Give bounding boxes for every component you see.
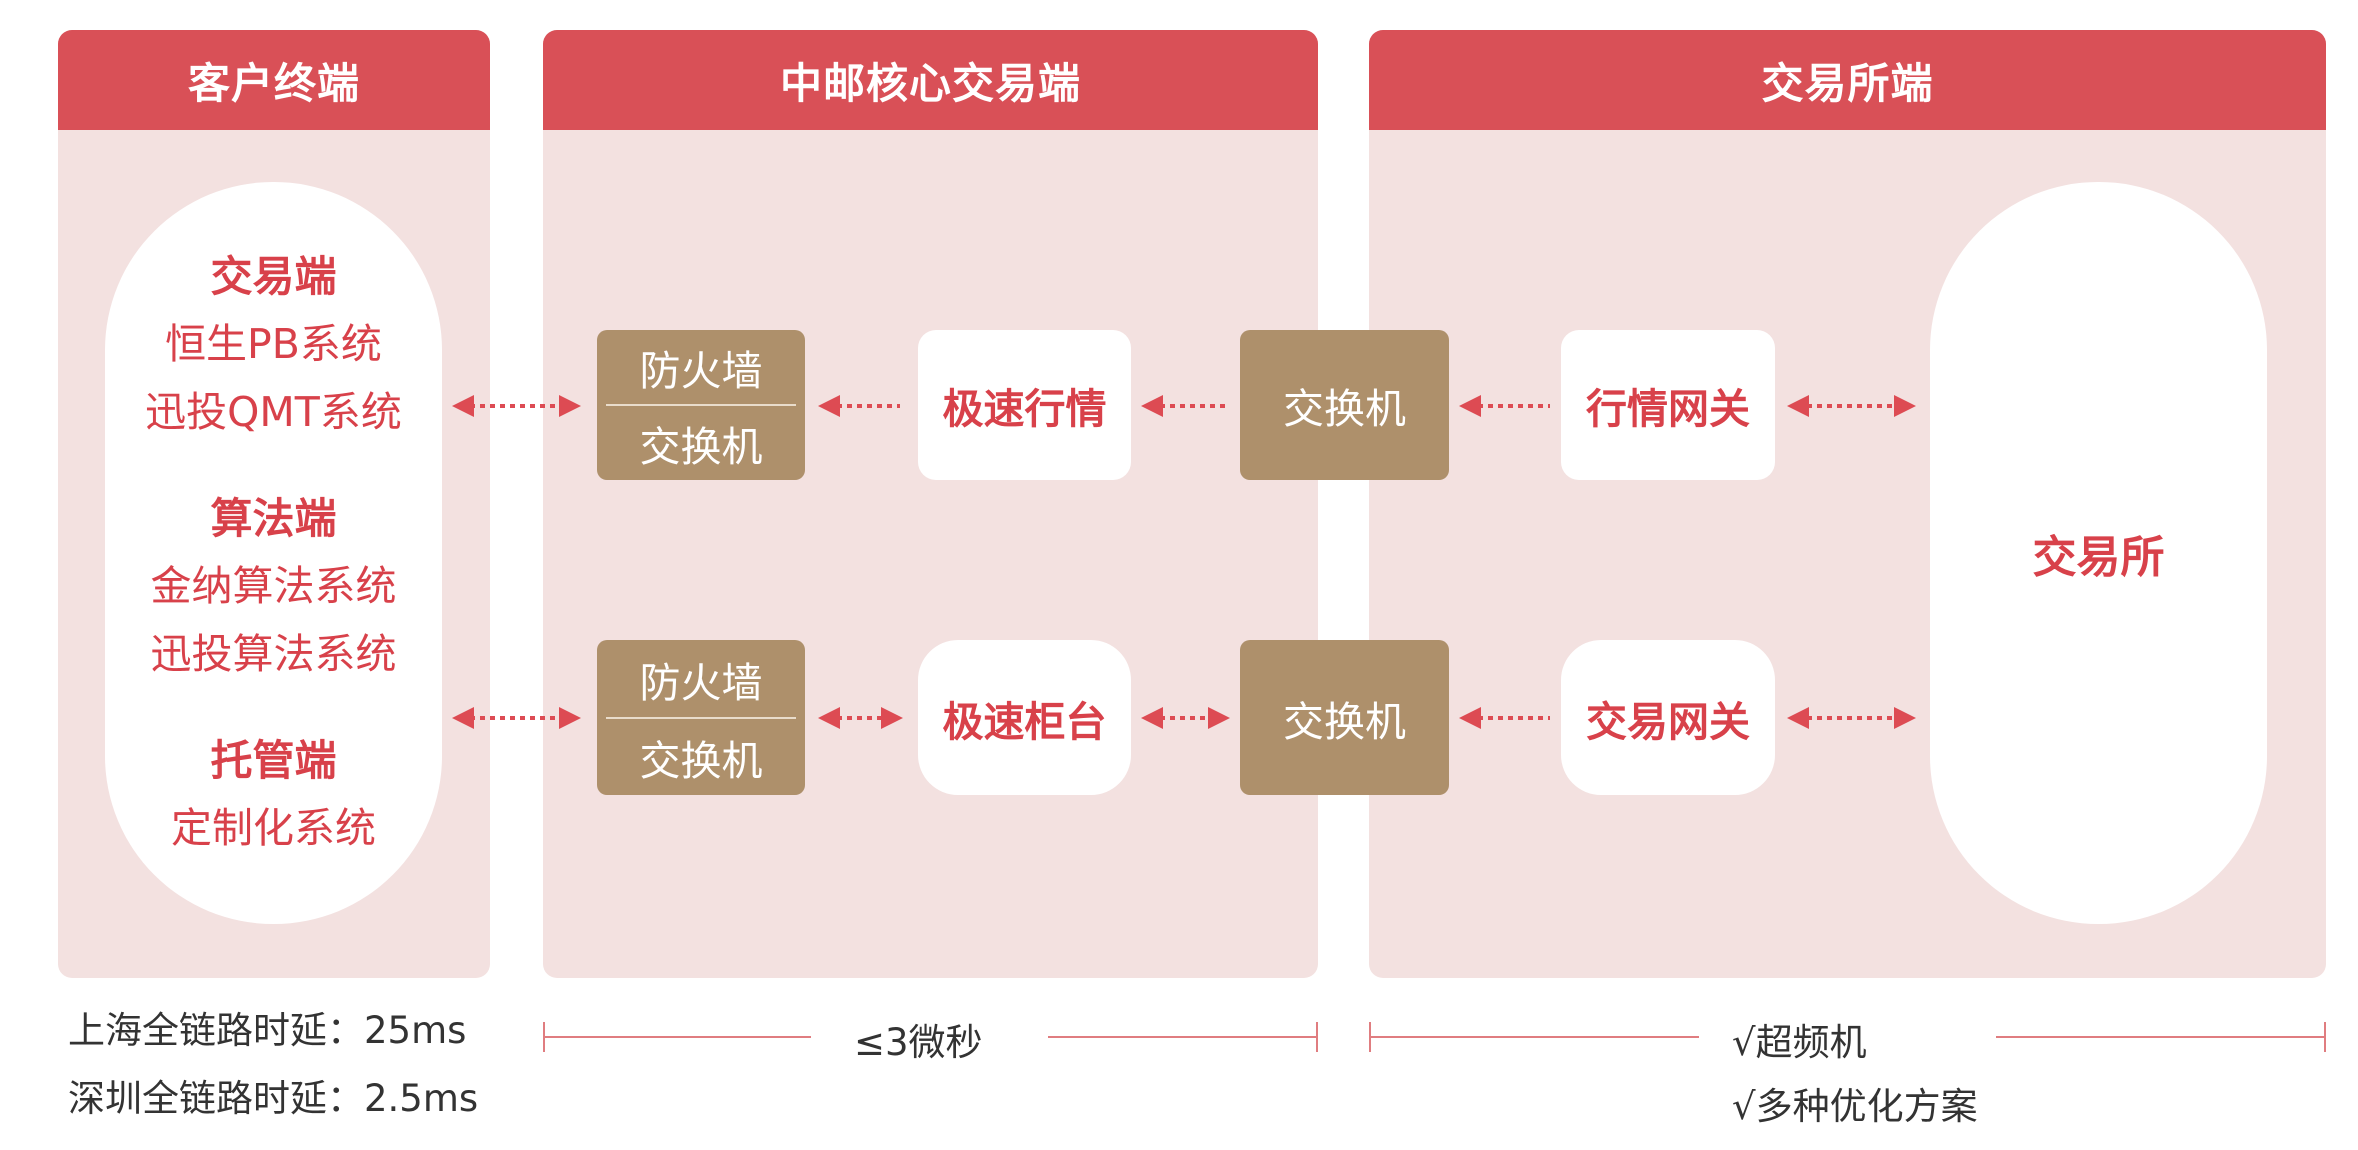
arrowhead	[559, 395, 581, 417]
arrowhead	[1141, 707, 1163, 729]
group-item: 定制化系统	[171, 804, 376, 852]
arrowhead	[1459, 395, 1481, 417]
bracket-line	[1048, 1036, 1318, 1038]
group-title: 托管端	[210, 736, 337, 785]
arrowhead	[1208, 707, 1230, 729]
core-trading-panel: 中邮核心交易端	[543, 30, 1318, 978]
client-group-algo: 算法端 金纳算法系统 迅投算法系统	[151, 486, 397, 688]
bracket-line	[543, 1036, 811, 1038]
arrowhead	[818, 395, 840, 417]
arrowhead	[452, 707, 474, 729]
exchange-side-header: 交易所端	[1369, 30, 2326, 130]
core-trading-header: 中邮核心交易端	[543, 30, 1318, 130]
row1-market-gateway-box: 行情网关	[1561, 330, 1775, 480]
row2-firewall-switch-box: 防火墙 交换机	[597, 640, 805, 795]
core-latency-label: ≤3微秒	[854, 1021, 983, 1064]
client-systems-oval: 交易端 恒生PB系统 迅投QMT系统 算法端 金纳算法系统 迅投算法系统 托管端…	[105, 182, 442, 924]
client-group-trading: 交易端 恒生PB系统 迅投QMT系统	[145, 244, 402, 446]
group-title: 交易端	[210, 252, 337, 301]
group-item: 金纳算法系统	[150, 562, 397, 610]
row2-trading-gateway-box: 交易网关	[1561, 640, 1775, 795]
bracket-tick	[2324, 1022, 2326, 1052]
arrowhead	[1787, 707, 1809, 729]
row1-speed-market-box: 极速行情	[918, 330, 1131, 480]
group-item: 迅投算法系统	[150, 630, 397, 678]
arrowhead	[559, 707, 581, 729]
client-group-custody: 托管端 定制化系统	[171, 728, 376, 862]
row1-firewall-switch-box: 防火墙 交换机	[597, 330, 805, 480]
box-divider	[606, 404, 796, 406]
arrowhead	[881, 707, 903, 729]
exchange-oval: 交易所	[1930, 182, 2267, 924]
switch-label: 交换机	[639, 736, 763, 785]
bracket-line	[1369, 1036, 1699, 1038]
arrowhead	[818, 707, 840, 729]
latency-shenzhen: 深圳全链路时延：2.5ms	[68, 1077, 479, 1120]
arrowhead	[1459, 707, 1481, 729]
arrowhead	[1141, 395, 1163, 417]
row2-switch-box: 交换机	[1240, 640, 1449, 795]
firewall-label: 防火墙	[639, 658, 763, 707]
group-item: 迅投QMT系统	[145, 388, 402, 436]
firewall-label: 防火墙	[639, 347, 763, 396]
latency-shanghai: 上海全链路时延：25ms	[68, 1009, 467, 1052]
arrowhead	[1787, 395, 1809, 417]
arrowhead	[1894, 707, 1916, 729]
bracket-tick	[1316, 1022, 1318, 1052]
bracket-line	[1996, 1036, 2326, 1038]
feature-optimizations: √多种优化方案	[1732, 1085, 1978, 1128]
row1-switch-box: 交换机	[1240, 330, 1449, 480]
arrowhead	[452, 395, 474, 417]
feature-overclock: √超频机	[1732, 1021, 1867, 1064]
client-terminal-header: 客户终端	[58, 30, 490, 130]
group-item: 恒生PB系统	[165, 320, 382, 368]
group-title: 算法端	[210, 494, 337, 543]
row2-speed-counter-box: 极速柜台	[918, 640, 1131, 795]
box-divider	[606, 716, 796, 719]
arrowhead	[1894, 395, 1916, 417]
switch-label: 交换机	[639, 423, 763, 471]
exchange-label: 交易所	[2032, 532, 2165, 583]
